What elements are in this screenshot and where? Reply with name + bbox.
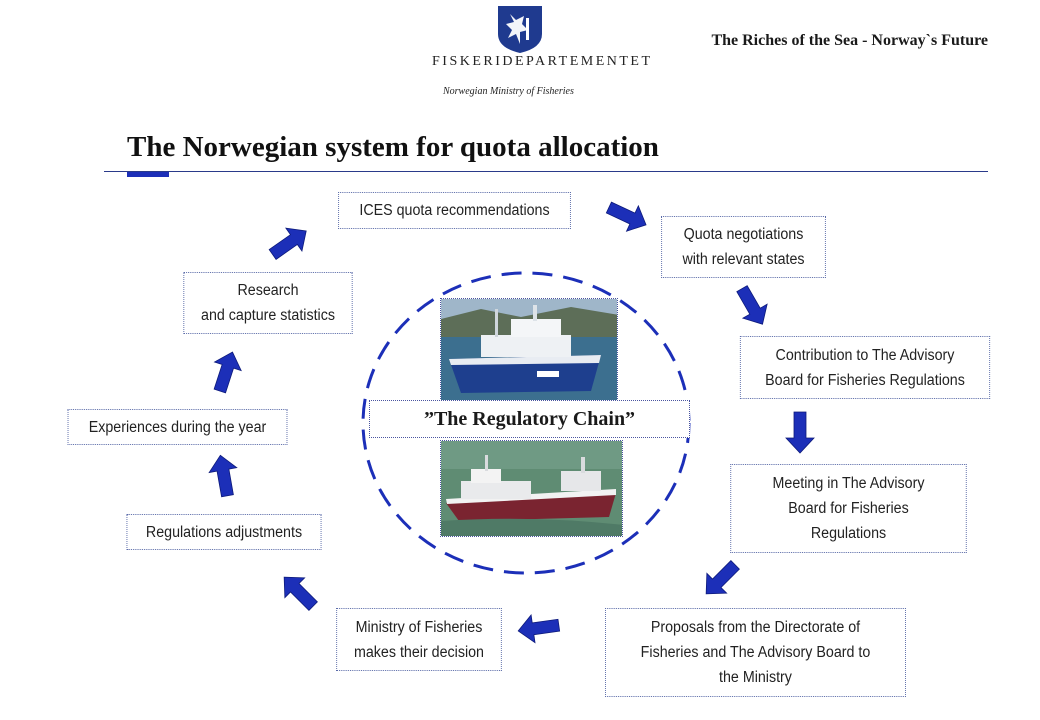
step-line: Board for Fisheries: [788, 500, 909, 517]
lower-ship-photo: [440, 440, 623, 537]
arrow-negotiations-to-contribution: [729, 281, 776, 332]
step-advisory-meeting: Meeting in The Advisory Board for Fisher…: [730, 464, 967, 553]
page-title: The Norwegian system for quota allocatio…: [127, 131, 659, 163]
arrow-experiences-to-research: [206, 347, 247, 396]
step-line: Experiences during the year: [88, 418, 267, 436]
arrow-proposals-to-decision: [515, 610, 562, 646]
ministry-subtitle: Norwegian Ministry of Fisheries: [443, 86, 574, 97]
step-advisory-contribution: Contribution to The Advisory Board for F…: [739, 336, 991, 399]
step-line: and capture statistics: [201, 307, 335, 324]
arrow-research-to-ices: [264, 218, 315, 267]
step-ices-recommendations: ICES quota recommendations: [338, 192, 571, 229]
step-quota-negotiations: Quota negotiations with relevant states: [661, 216, 826, 278]
step-directorate-proposals: Proposals from the Directorate of Fisher…: [605, 608, 906, 697]
step-line: the Ministry: [719, 669, 792, 686]
step-line: Regulations adjustments: [145, 523, 303, 541]
arrow-ices-to-negotiations: [602, 194, 653, 239]
coat-of-arms-logo: [498, 6, 542, 53]
red-hull-ship-image: [441, 441, 622, 536]
title-rule: [104, 171, 988, 172]
ministry-name: FISKERIDEPARTEMENTET: [432, 54, 653, 69]
step-line: Board for Fisheries Regulations: [765, 371, 965, 389]
step-regulations-adjustments: Regulations adjustments: [126, 514, 322, 550]
step-line: Ministry of Fisheries: [355, 618, 483, 636]
arrow-adjustments-to-experiences: [206, 452, 242, 499]
step-line: Regulations: [810, 525, 887, 542]
blue-hull-ship-image: [441, 299, 617, 400]
step-line: Fisheries and The Advisory Board to: [640, 644, 871, 661]
arrow-contribution-to-meeting: [785, 411, 815, 454]
step-line: Quota negotiations: [683, 226, 804, 243]
step-experiences: Experiences during the year: [67, 409, 288, 445]
arrow-meeting-to-proposals: [695, 554, 746, 605]
title-accent: [127, 172, 169, 177]
arrow-decision-to-adjustments: [273, 566, 324, 617]
step-line: Proposals from the Directorate of: [650, 619, 861, 636]
step-line: makes their decision: [353, 643, 484, 661]
step-line: with relevant states: [682, 251, 805, 268]
step-research-statistics: Research and capture statistics: [183, 272, 353, 334]
regulatory-chain-label: ”The Regulatory Chain”: [369, 400, 690, 438]
step-line: ICES quota recommendations: [359, 202, 550, 219]
step-line: Meeting in The Advisory: [772, 475, 925, 492]
step-ministry-decision: Ministry of Fisheries makes their decisi…: [336, 608, 502, 671]
step-line: Contribution to The Advisory: [775, 346, 955, 364]
step-line: Research: [237, 282, 299, 299]
header-tagline: The Riches of the Sea - Norway`s Future: [711, 32, 988, 49]
